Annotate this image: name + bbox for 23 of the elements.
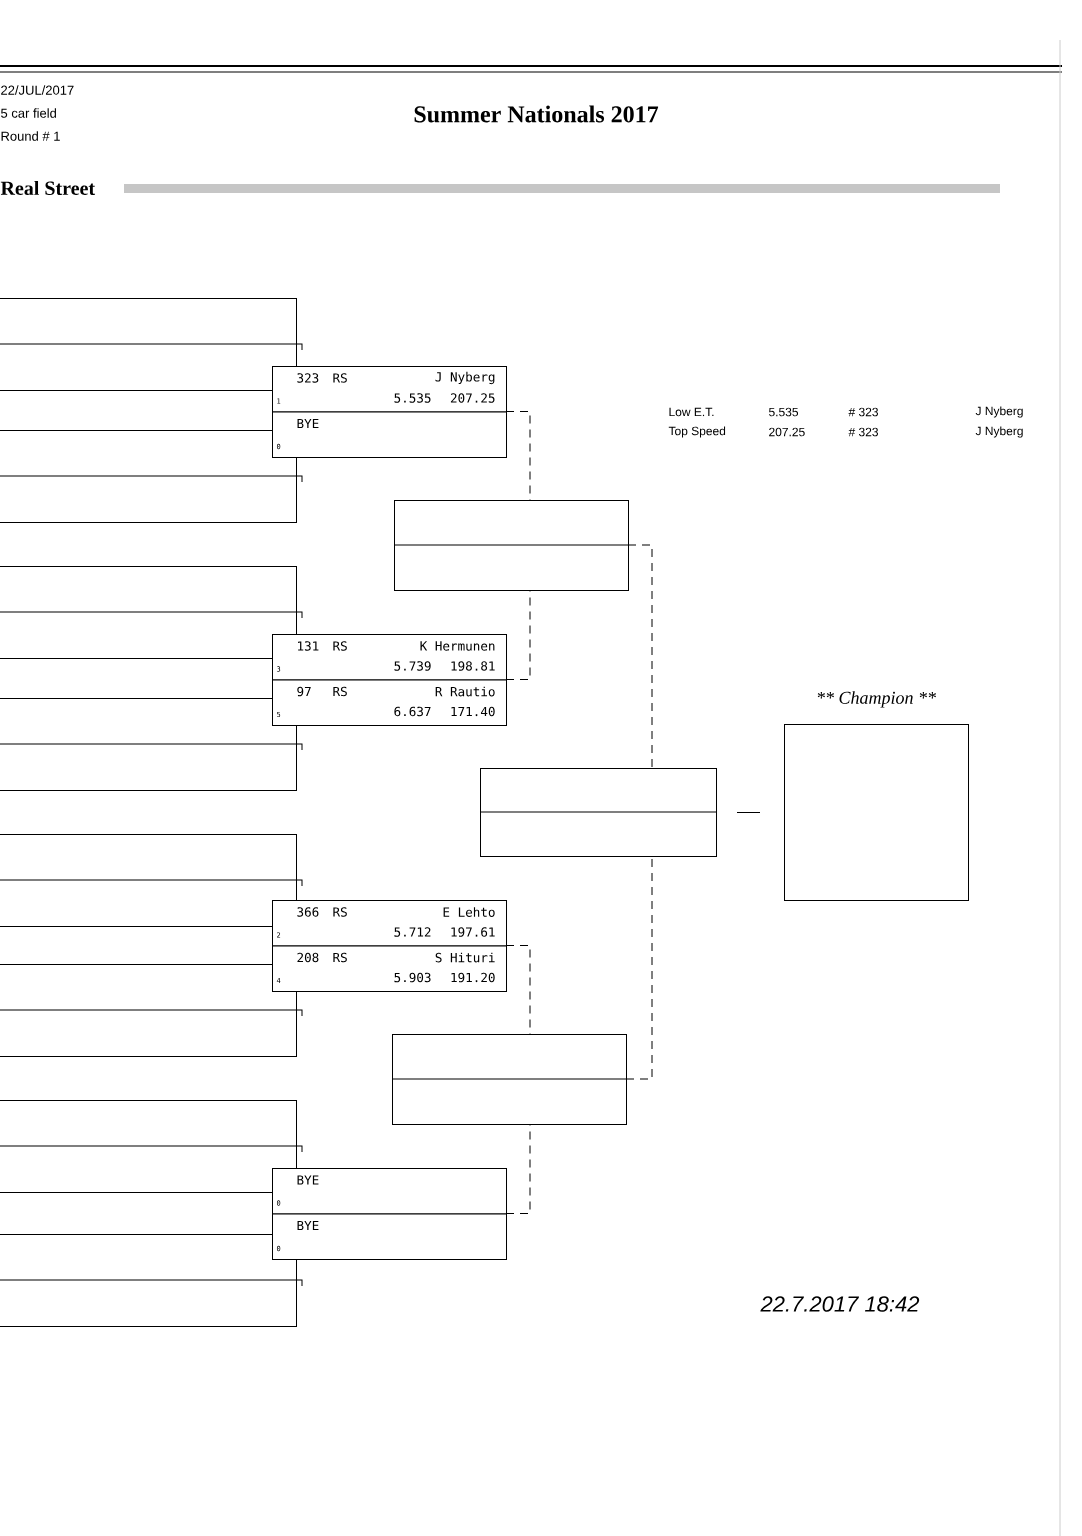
bracket-connector — [505, 1123, 531, 1214]
node-label: ** Champion ** — [817, 691, 937, 708]
empty-bracket-slot — [0, 430, 297, 523]
bracket-connector — [736, 812, 761, 813]
title: Summer Nationals 2017 — [414, 105, 659, 123]
bracket-connector — [505, 411, 531, 501]
empty-bracket-slot — [0, 834, 297, 927]
empty-bracket-slot — [0, 1234, 297, 1327]
section-heading: Real Street — [0, 180, 96, 196]
empty-bracket-slot — [0, 566, 297, 659]
bracket-connector — [505, 945, 531, 1035]
bracket-connector — [625, 855, 653, 1080]
empty-bracket-slot — [393, 500, 629, 591]
empty-bracket-slot — [479, 768, 717, 857]
empty-bracket-slot — [0, 1100, 297, 1193]
empty-bracket-slot — [0, 964, 297, 1057]
empty-bracket-slot — [0, 698, 297, 791]
bracket-connector — [505, 589, 531, 680]
bracket-connector — [627, 544, 653, 769]
handwritten-note: 22.7.2017 18:42 — [760, 1296, 920, 1312]
empty-bracket-slot — [0, 298, 297, 391]
champion-box: ** Champion ** — [784, 691, 969, 901]
empty-bracket-slot — [391, 1034, 627, 1125]
